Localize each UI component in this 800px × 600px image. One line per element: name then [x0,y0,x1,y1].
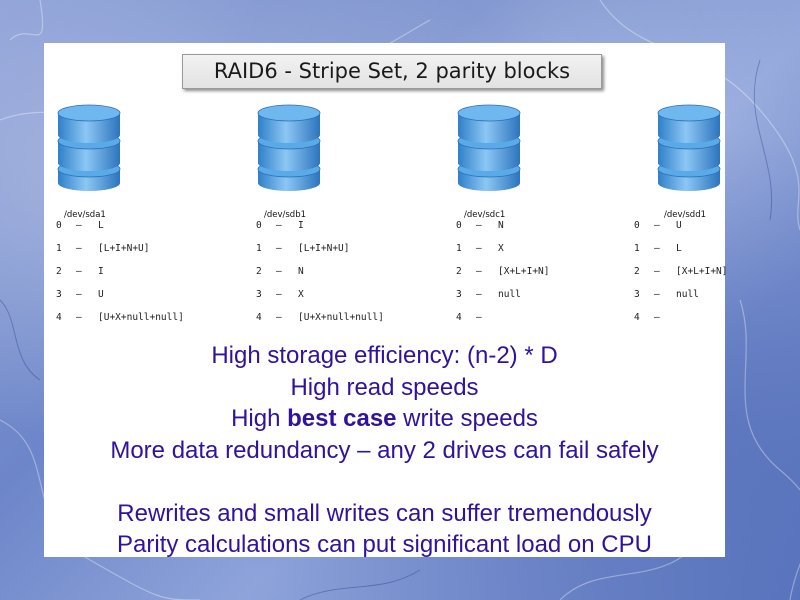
bullet-read-speeds: High read speeds [290,373,479,401]
stripe-row: 0–U [634,220,682,231]
bullet-redundancy: More data redundancy – any 2 drives can … [110,436,659,464]
stripe-row: 0–L [56,220,104,231]
stripe-row: 3–null [634,289,699,300]
stripe-row: 1–X [456,243,504,254]
drive-sdb1: /dev/sdb1 0–I 1–[L+I+N+U] 2–N 3–X 4–[U+X… [256,103,426,323]
bullet-parity-cpu: Parity calculations can put significant … [117,531,652,558]
stripe-row: 1–[L+I+N+U] [56,243,150,254]
stripe-row: 2–N [256,266,304,277]
slide-content: RAID6 - Stripe Set, 2 parity blocks /dev… [44,43,728,558]
stripe-row: 2–I [56,266,104,277]
stripe-row: 1–L [634,243,682,254]
bullet-write-speeds: High best case write speeds [231,405,538,432]
drive-sdc1: /dev/sdc1 0–N 1–X 2–[X+L+I+N] 3–null 4– [456,103,626,323]
stripe-row: 4– [456,312,482,323]
disk-icon [257,104,321,191]
stripe-row: 2–[X+L+I+N] [456,266,550,277]
bullet-list: High storage efficiency: (n-2) * D High … [44,340,725,561]
bullet-storage-efficiency: High storage efficiency: (n-2) * D [211,342,558,369]
drive-label: /dev/sdb1 [264,210,307,220]
stripe-row: 3–U [56,289,104,300]
slide-title: RAID6 - Stripe Set, 2 parity blocks [182,54,602,89]
stripe-row: 0–I [256,220,304,231]
stripe-row: 1–[L+I+N+U] [256,243,350,254]
disk-icon [657,104,721,191]
drive-sda1: /dev/sda1 0–L 1–[L+I+N+U] 2–I 3–U 4–[U+X… [56,103,226,323]
drive-label: /dev/sda1 [64,210,106,220]
disk-icon [457,104,521,191]
stripe-row: 4–[U+X+null+null] [56,312,184,323]
drive-label: /dev/sdd1 [664,210,707,220]
stripe-row: 3–null [456,289,521,300]
disk-icon [57,104,121,191]
drive-label: /dev/sdc1 [464,210,506,220]
stripe-row: 2–[X+L+I+N] [634,266,728,277]
drive-sdd1: /dev/sdd1 0–U 1–L 2–[X+L+I+N] 3–null 4– [634,103,728,323]
stripe-row: 4–[U+X+null+null] [256,312,384,323]
stripe-row: 3–X [256,289,304,300]
stripe-row: 4– [634,312,660,323]
stripe-row: 0–N [456,220,504,231]
bullet-small-writes: Rewrites and small writes can suffer tre… [117,499,652,527]
